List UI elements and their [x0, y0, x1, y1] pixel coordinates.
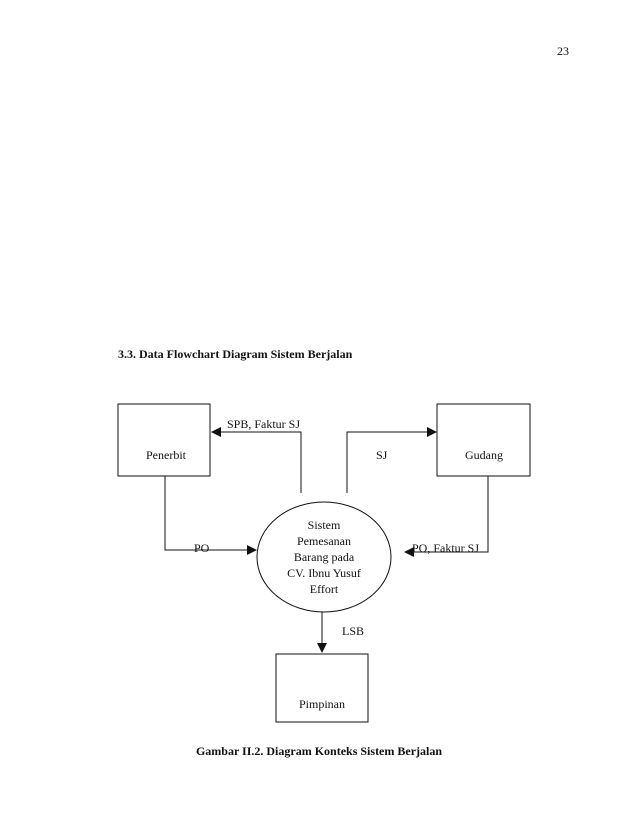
- entity-pimpinan-label: Pimpinan: [299, 697, 345, 711]
- entity-pimpinan-box: [275, 653, 369, 723]
- process-label-line-4: CV. Ibnu Yusuf: [287, 566, 361, 580]
- flow-arrow-sj: [346, 427, 437, 493]
- flow-arrow-spb-faktur-sj: [211, 427, 302, 493]
- flow-label-lsb: LSB: [342, 624, 364, 638]
- figure-caption: Gambar II.2. Diagram Konteks Sistem Berj…: [195, 744, 443, 758]
- section-heading: 3.3. Data Flowchart Diagram Sistem Berja…: [118, 347, 353, 361]
- page-number: 23: [557, 44, 569, 58]
- entity-penerbit-box: [117, 403, 211, 477]
- entity-gudang-label: Gudang: [465, 448, 503, 462]
- flow-label-sj: SJ: [376, 448, 388, 462]
- entity-penerbit-label: Penerbit: [146, 448, 187, 462]
- process-label-line-1: Sistem: [308, 518, 341, 532]
- process-label-line-3: Barang pada: [294, 550, 355, 564]
- flow-arrow-po-faktur-sj: [404, 476, 489, 557]
- flow-label-po: PO: [194, 541, 210, 555]
- process-label-line-2: Pemesanan: [297, 534, 351, 548]
- flow-arrow-po: [164, 476, 257, 555]
- entity-gudang-box: [436, 403, 531, 477]
- flow-label-po-faktur-sj: PO, Faktur SJ: [412, 541, 479, 555]
- flow-label-spb-faktur-sj: SPB, Faktur SJ: [227, 417, 300, 431]
- process-label-line-5: Effort: [310, 582, 339, 596]
- process-ellipse: [256, 501, 392, 613]
